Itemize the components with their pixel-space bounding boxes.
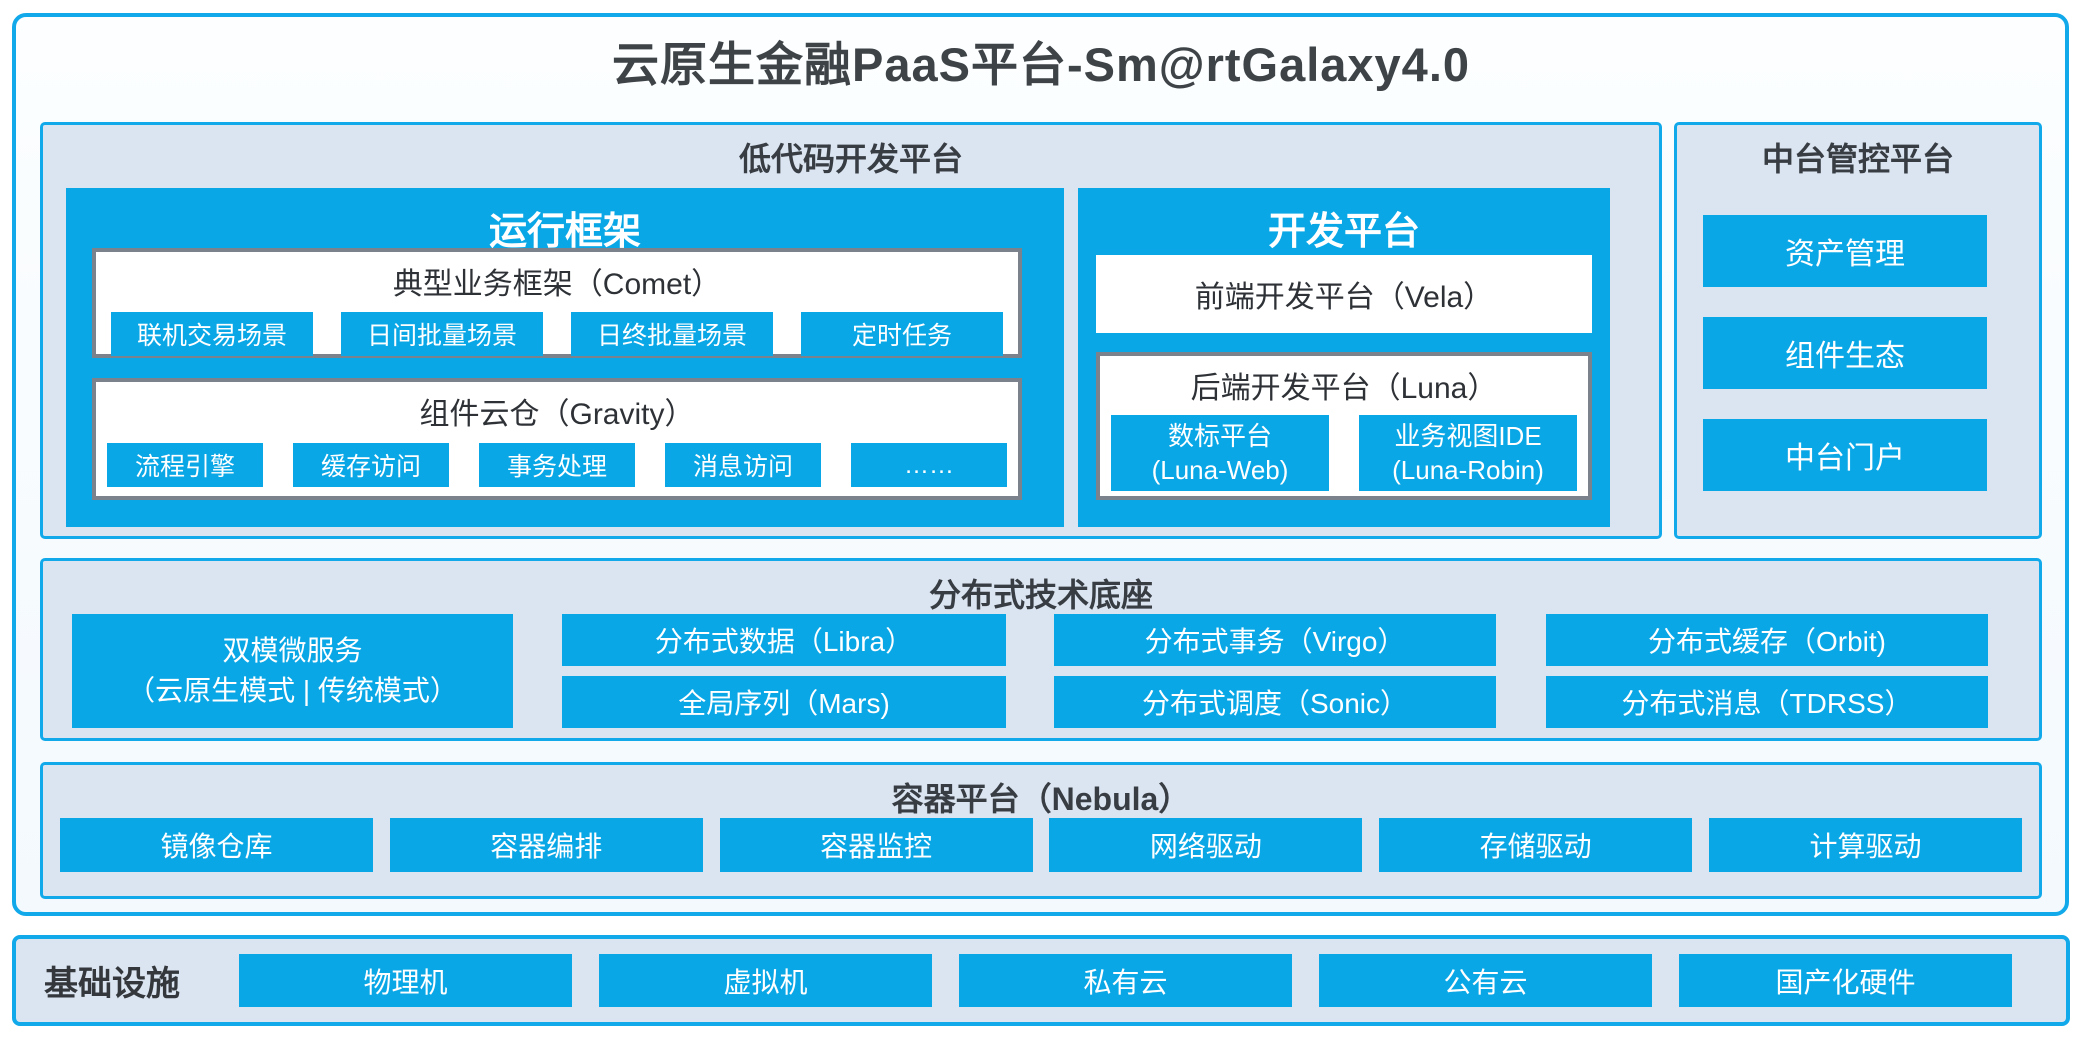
lowcode-platform-title: 低代码开发平台	[738, 141, 963, 177]
infrastructure-title: 基础设施	[44, 965, 180, 1003]
container-platform-title: 容器平台（Nebula）	[891, 781, 1191, 817]
container-items-row: 镜像仓库 容器编排 容器监控 网络驱动 存储驱动 计算驱动	[60, 818, 2022, 872]
container-item-monitoring: 容器监控	[719, 818, 1033, 872]
vela-frontend-box: 前端开发平台（Vela）	[1096, 255, 1592, 333]
distributed-item-virgo: 分布式事务（Virgo）	[1054, 614, 1496, 666]
container-item-compute-driver: 计算驱动	[1708, 818, 2022, 872]
gravity-item-ellipsis: ……	[851, 443, 1007, 487]
luna-item-web: 数标平台 (Luna-Web)	[1111, 415, 1329, 491]
comet-items-row: 联机交易场景 日间批量场景 日终批量场景 定时任务	[96, 312, 1018, 356]
gravity-warehouse-box: 组件云仓（Gravity） 流程引擎 缓存访问 事务处理 消息访问 ……	[92, 378, 1022, 500]
comet-item-scheduled-task: 定时任务	[801, 312, 1003, 356]
page-title: 云原生金融PaaS平台-Sm@rtGalaxy4.0	[611, 38, 1471, 91]
dev-platform-title: 开发平台	[1267, 211, 1420, 253]
comet-item-intraday-batch: 日间批量场景	[341, 312, 543, 356]
container-item-storage-driver: 存储驱动	[1379, 818, 1693, 872]
distributed-item-mars: 全局序列（Mars)	[562, 676, 1006, 728]
midplatform-item-portal: 中台门户	[1703, 419, 1987, 491]
infra-item-private-cloud: 私有云	[959, 954, 1292, 1007]
infrastructure-items-row: 物理机 虚拟机 私有云 公有云 国产化硬件	[239, 954, 2012, 1007]
comet-item-online-trading: 联机交易场景	[111, 312, 313, 356]
distributed-item-sonic: 分布式调度（Sonic）	[1054, 676, 1496, 728]
dual-mode-microservice-box: 双模微服务 （云原生模式 | 传统模式）	[72, 614, 513, 728]
container-item-network-driver: 网络驱动	[1049, 818, 1363, 872]
luna-item-robin-name: 业务视图IDE	[1394, 421, 1542, 451]
comet-item-eod-batch: 日终批量场景	[571, 312, 773, 356]
midplatform-item-component-ecosystem: 组件生态	[1703, 317, 1987, 389]
gravity-item-cache-access: 缓存访问	[293, 443, 449, 487]
luna-backend-box: 后端开发平台（Luna） 数标平台 (Luna-Web) 业务视图IDE (Lu…	[1096, 352, 1592, 500]
lowcode-platform-panel: 低代码开发平台 运行框架 典型业务框架（Comet） 联机交易场景 日间批量场景…	[40, 122, 1662, 539]
distributed-base-panel: 分布式技术底座 双模微服务 （云原生模式 | 传统模式） 分布式数据（Libra…	[40, 558, 2042, 741]
gravity-warehouse-title: 组件云仓（Gravity）	[419, 398, 695, 431]
gravity-item-process-engine: 流程引擎	[107, 443, 263, 487]
container-item-orchestration: 容器编排	[389, 818, 703, 872]
infra-item-public-cloud: 公有云	[1319, 954, 1652, 1007]
midplatform-title: 中台管控平台	[1761, 141, 1954, 177]
infra-item-domestic-hardware: 国产化硬件	[1679, 954, 2012, 1007]
midplatform-panel: 中台管控平台 资产管理 组件生态 中台门户	[1674, 122, 2042, 539]
luna-item-web-name: 数标平台	[1167, 421, 1272, 451]
gravity-item-transaction: 事务处理	[479, 443, 635, 487]
runtime-framework-panel: 运行框架 典型业务框架（Comet） 联机交易场景 日间批量场景 日终批量场景 …	[66, 188, 1064, 527]
gravity-items-row: 流程引擎 缓存访问 事务处理 消息访问 ……	[96, 443, 1018, 487]
infrastructure-panel: 基础设施 物理机 虚拟机 私有云 公有云 国产化硬件	[12, 935, 2070, 1026]
luna-item-robin-code: (Luna-Robin)	[1392, 455, 1544, 485]
luna-item-robin: 业务视图IDE (Luna-Robin)	[1359, 415, 1577, 491]
luna-item-web-code: (Luna-Web)	[1151, 455, 1289, 485]
infra-item-physical-machine: 物理机	[239, 954, 572, 1007]
runtime-framework-title: 运行框架	[488, 211, 641, 253]
container-item-image-registry: 镜像仓库	[60, 818, 373, 872]
distributed-item-tdrss: 分布式消息（TDRSS）	[1546, 676, 1988, 728]
dev-platform-panel: 开发平台 前端开发平台（Vela） 后端开发平台（Luna） 数标平台 (Lun…	[1078, 188, 1610, 527]
midplatform-item-asset-management: 资产管理	[1703, 215, 1987, 287]
container-platform-panel: 容器平台（Nebula） 镜像仓库 容器编排 容器监控 网络驱动 存储驱动 计算…	[40, 762, 2042, 899]
distributed-item-libra: 分布式数据（Libra）	[562, 614, 1006, 666]
luna-items-row: 数标平台 (Luna-Web) 业务视图IDE (Luna-Robin)	[1100, 415, 1588, 491]
comet-framework-title: 典型业务框架（Comet）	[392, 268, 722, 301]
gravity-item-message-access: 消息访问	[665, 443, 821, 487]
infra-item-virtual-machine: 虚拟机	[599, 954, 932, 1007]
distributed-item-orbit: 分布式缓存（Orbit)	[1546, 614, 1988, 666]
dual-mode-line2: （云原生模式 | 传统模式）	[127, 675, 458, 706]
luna-backend-title: 后端开发平台（Luna）	[1190, 372, 1498, 405]
comet-framework-box: 典型业务框架（Comet） 联机交易场景 日间批量场景 日终批量场景 定时任务	[92, 248, 1022, 358]
distributed-base-title: 分布式技术底座	[928, 577, 1153, 613]
dual-mode-line1: 双模微服务	[222, 635, 363, 666]
